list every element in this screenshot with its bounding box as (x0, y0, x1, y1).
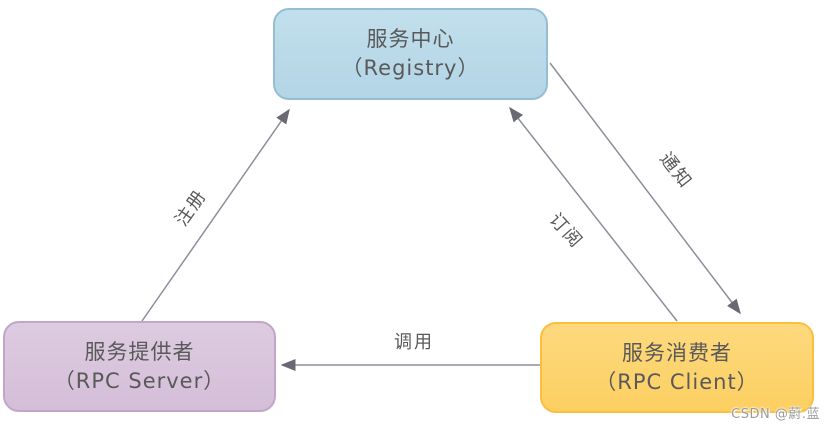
subscribe-edge-label: 订阅 (544, 209, 588, 253)
notify-edge-label: 通知 (655, 148, 697, 194)
subscribe-arrow (509, 106, 678, 322)
registry-node-title: 服务中心 (366, 27, 455, 51)
consumer-node-subtitle: （RPC Client） (595, 369, 759, 394)
consumer-node: 服务消费者 （RPC Client） (540, 322, 814, 413)
consumer-node-title: 服务消费者 (622, 340, 732, 365)
watermark: CSDN @蔚.蓝 (731, 407, 820, 422)
registry-node: 服务中心 （Registry） (273, 8, 548, 100)
provider-node: 服务提供者 （RPC Server） (3, 321, 276, 412)
register-edge-label: 注册 (171, 185, 212, 231)
registry-node-subtitle: （Registry） (341, 56, 480, 80)
invoke-edge-label: 调用 (394, 332, 434, 353)
notify-arrow (549, 62, 741, 315)
provider-node-title: 服务提供者 (84, 339, 195, 364)
provider-node-subtitle: （RPC Server） (53, 368, 226, 393)
register-arrow (141, 108, 290, 322)
